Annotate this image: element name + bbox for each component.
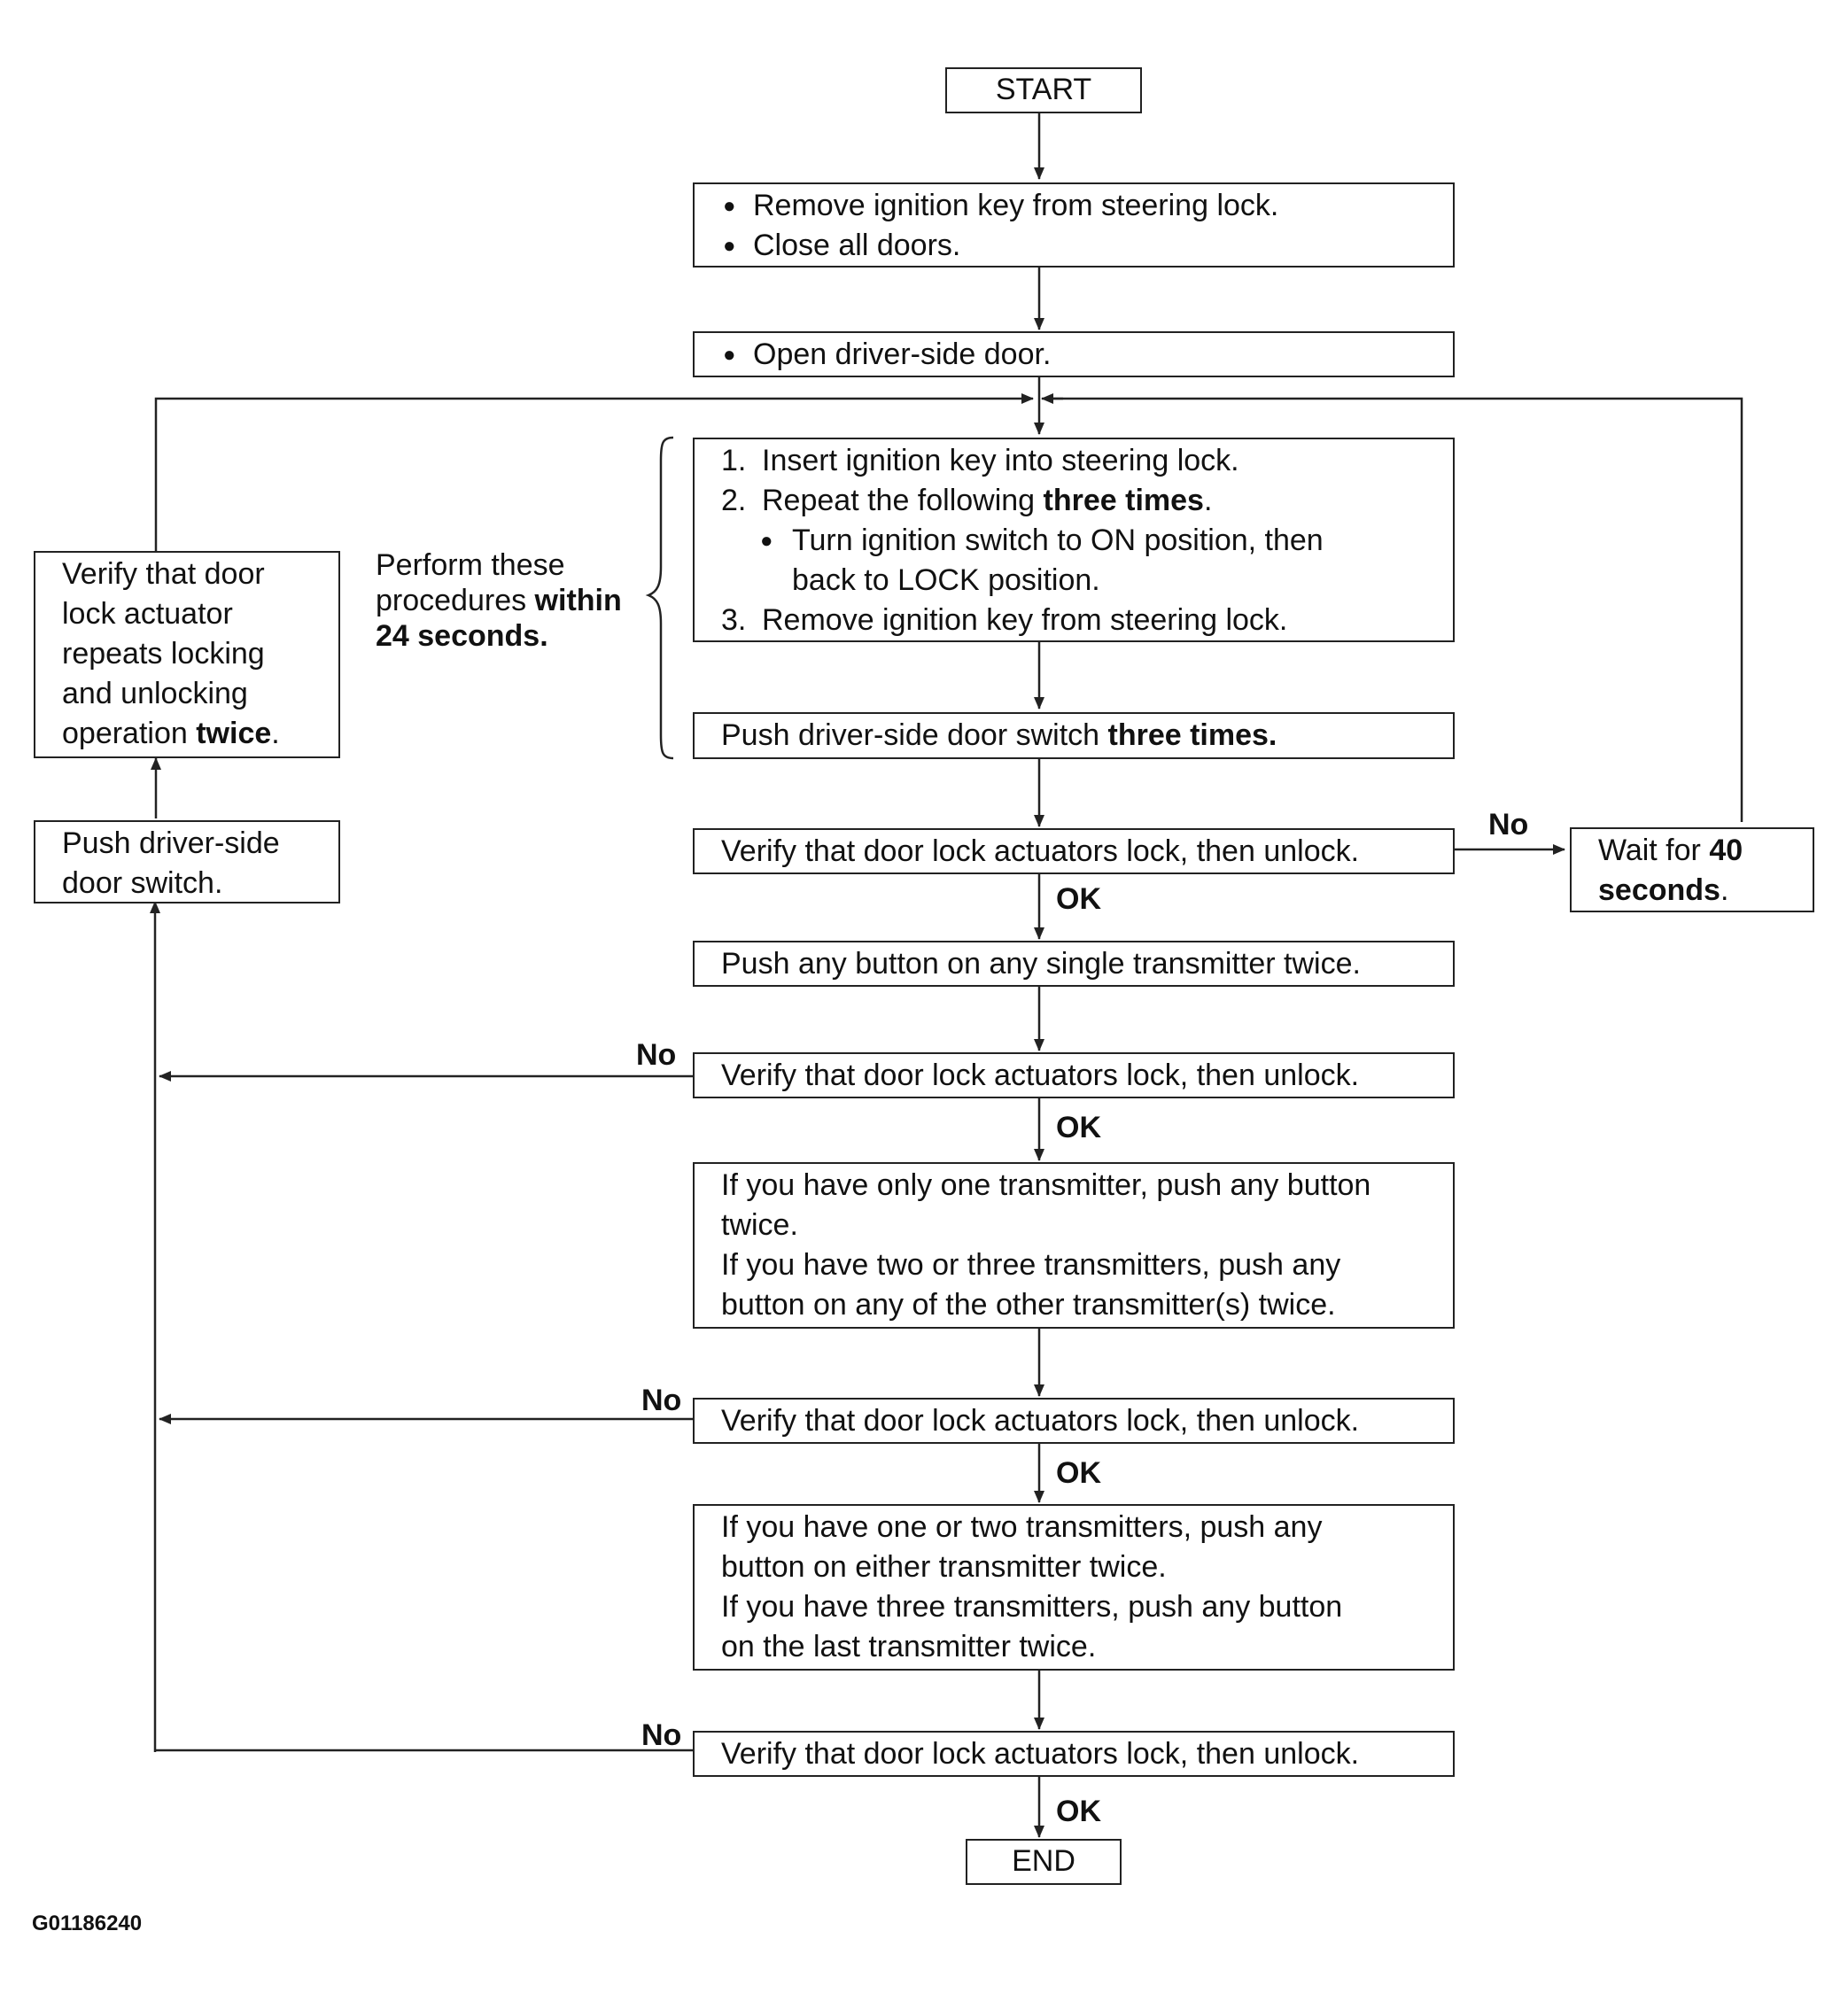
- left-top-line2: lock actuator: [62, 597, 233, 631]
- verify1-box: Verify that door lock actuators lock, th…: [693, 828, 1455, 874]
- no-label: No: [641, 1384, 682, 1417]
- wait-bold1: 40: [1709, 834, 1743, 867]
- step6-line3: If you have two or three transmitters, p…: [721, 1248, 1341, 1282]
- step3-num1: 1.: [721, 444, 747, 477]
- no-label: No: [641, 1718, 682, 1752]
- step1-item: Remove ignition key from steering lock.: [721, 186, 1426, 226]
- brace: [645, 436, 674, 760]
- left-top-line5: operation: [62, 717, 197, 750]
- step6-line4: button on any of the other transmitter(s…: [721, 1288, 1336, 1322]
- step7-line1: If you have one or two transmitters, pus…: [721, 1510, 1323, 1544]
- verify3-box: Verify that door lock actuators lock, th…: [693, 1398, 1455, 1444]
- no-label: No: [636, 1038, 677, 1072]
- left-bottom-line2: door switch.: [62, 866, 223, 900]
- step1-box: Remove ignition key from steering lock. …: [693, 182, 1455, 268]
- step2-item: Open driver-side door.: [721, 335, 1426, 375]
- verify4-text: Verify that door lock actuators lock, th…: [721, 1737, 1360, 1771]
- wait-post: .: [1720, 873, 1729, 907]
- step3-subitem: ● Turn ignition switch to ON position, t…: [721, 521, 1426, 601]
- verify2-box: Verify that door lock actuators lock, th…: [693, 1052, 1455, 1098]
- left-bottom-box: Push driver-side door switch.: [34, 820, 340, 903]
- figure-code: G01186240: [32, 1912, 143, 1935]
- start-box: START: [945, 67, 1142, 113]
- note-line3: 24 seconds.: [376, 619, 548, 653]
- step1-item: Close all doors.: [721, 226, 1426, 266]
- step4-box: Push driver-side door switch three times…: [693, 712, 1455, 759]
- loop-left-back: [154, 393, 1034, 551]
- step6-line1: If you have only one transmitter, push a…: [721, 1168, 1371, 1202]
- step3-item1: Insert ignition key into steering lock.: [762, 444, 1239, 477]
- ok-label: OK: [1056, 1456, 1101, 1490]
- ok-label: OK: [1056, 1795, 1101, 1828]
- loop-wait-back: [1045, 397, 1743, 822]
- step6-line2: twice.: [721, 1208, 798, 1242]
- step5-text: Push any button on any single transmitte…: [721, 947, 1361, 981]
- step3-num2: 2.: [721, 484, 747, 517]
- verify3-text: Verify that door lock actuators lock, th…: [721, 1404, 1360, 1438]
- no-label: No: [1488, 808, 1529, 841]
- wait-pre: Wait for: [1598, 834, 1710, 867]
- verify4-box: Verify that door lock actuators lock, th…: [693, 1731, 1455, 1777]
- wait-bold2: seconds: [1598, 873, 1720, 907]
- step4-bold: three times.: [1107, 718, 1277, 752]
- left-top-line3: repeats locking: [62, 637, 265, 671]
- start-label: START: [995, 73, 1092, 106]
- step3-num3: 3.: [721, 603, 747, 637]
- step7-line4: on the last transmitter twice.: [721, 1630, 1097, 1663]
- step5-box: Push any button on any single transmitte…: [693, 941, 1455, 987]
- left-top-line4: and unlocking: [62, 677, 248, 710]
- end-box: END: [966, 1839, 1122, 1885]
- timing-note: Perform these procedures within 24 secon…: [376, 547, 622, 654]
- step3-sub-line2: back to LOCK position.: [792, 563, 1100, 597]
- wait-box: Wait for 40 seconds.: [1570, 827, 1814, 912]
- note-line1: Perform these: [376, 548, 565, 582]
- end-label: END: [1012, 1844, 1075, 1878]
- step7-line3: If you have three transmitters, push any…: [721, 1590, 1343, 1624]
- verify2-text: Verify that door lock actuators lock, th…: [721, 1059, 1360, 1092]
- step2-box: Open driver-side door.: [693, 331, 1455, 377]
- step3-box: 1. Insert ignition key into steering lock…: [693, 438, 1455, 642]
- step4-text: Push driver-side door switch: [721, 718, 1108, 752]
- step3-item2-post: .: [1203, 484, 1213, 517]
- bullet-icon: ●: [760, 529, 773, 553]
- ok-label: OK: [1056, 1111, 1101, 1144]
- step3-sub-line1: Turn ignition switch to ON position, the…: [792, 523, 1324, 557]
- left-bottom-line1: Push driver-side: [62, 826, 280, 860]
- note-line2: procedures: [376, 584, 535, 617]
- left-top-post: .: [271, 717, 280, 750]
- note-bold: within: [534, 584, 622, 617]
- step7-box: If you have one or two transmitters, pus…: [693, 1504, 1455, 1671]
- left-top-bold: twice: [196, 717, 272, 750]
- left-top-box: Verify that door lock actuator repeats l…: [34, 551, 340, 758]
- step7-line2: button on either transmitter twice.: [721, 1550, 1167, 1584]
- ok-label: OK: [1056, 882, 1101, 916]
- step3-item2-pre: Repeat the following: [762, 484, 1044, 517]
- step6-box: If you have only one transmitter, push a…: [693, 1162, 1455, 1329]
- left-top-line1: Verify that door: [62, 557, 265, 591]
- step3-item3: Remove ignition key from steering lock.: [762, 603, 1288, 637]
- verify1-text: Verify that door lock actuators lock, th…: [721, 834, 1360, 868]
- step3-item2-bold: three times: [1043, 484, 1204, 517]
